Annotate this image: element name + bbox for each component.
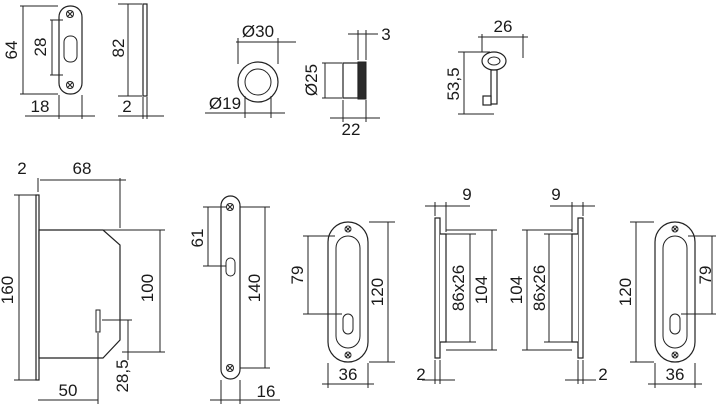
dim-profile-a-base: 2 <box>416 365 425 384</box>
dim-profile-b-height: 104 <box>507 276 526 304</box>
dim-knob-side-rim: 3 <box>381 25 390 44</box>
dim-profile-a-recess: 86x26 <box>449 265 468 311</box>
dim-knob-side-dia: Ø25 <box>302 64 321 96</box>
strike-plate <box>203 195 280 404</box>
dim-knob-side-length: 22 <box>342 120 361 139</box>
dim-lock-depth: 68 <box>73 159 92 178</box>
dim-lock-backset: 50 <box>59 381 78 400</box>
dim-flush-right-slot: 79 <box>696 266 715 285</box>
dim-profile-a-height: 104 <box>472 276 491 304</box>
dim-strike-upper: 61 <box>188 229 207 248</box>
flush-handle-right <box>630 221 716 388</box>
round-knob-side <box>322 30 380 122</box>
dim-flush-right-height: 120 <box>616 278 635 306</box>
mortise-lock <box>14 178 165 404</box>
dim-flush-left-height: 120 <box>368 278 387 306</box>
dim-profile-a-top: 9 <box>462 185 471 204</box>
dim-plate-side-height: 82 <box>109 39 128 58</box>
dim-profile-b-top: 9 <box>551 185 560 204</box>
dim-lock-height: 160 <box>0 276 17 304</box>
small-plate-side <box>118 3 164 119</box>
dim-plate-small-slot: 28 <box>31 38 50 57</box>
dim-plate-small-height: 64 <box>2 41 21 60</box>
dim-strike-width: 16 <box>257 382 276 401</box>
dim-lock-key-offset: 28,5 <box>113 359 132 392</box>
dim-knob-outer: Ø30 <box>242 22 274 41</box>
dim-plate-small-width: 18 <box>31 97 50 116</box>
dim-key-length: 53,5 <box>444 67 463 100</box>
dim-profile-b-base: 2 <box>598 365 607 384</box>
dim-strike-height: 140 <box>245 274 264 302</box>
dim-knob-inner: Ø19 <box>209 94 241 113</box>
dim-flush-left-slot: 79 <box>288 266 307 285</box>
dim-profile-b-recess: 86x26 <box>530 265 549 311</box>
dim-plate-side-thickness: 2 <box>122 97 131 116</box>
dim-lock-body-height: 100 <box>138 274 157 302</box>
flush-handle-profile-right <box>522 202 596 384</box>
dim-key-width: 26 <box>494 17 513 36</box>
dim-lock-faceplate: 2 <box>17 159 26 178</box>
flush-handle-left <box>303 221 395 388</box>
small-plate-front <box>20 5 95 119</box>
dim-flush-right-width: 36 <box>666 365 685 384</box>
flush-handle-profile-left <box>422 202 497 384</box>
round-knob-front <box>205 38 296 118</box>
dim-flush-left-width: 36 <box>339 365 358 384</box>
key <box>458 34 528 115</box>
